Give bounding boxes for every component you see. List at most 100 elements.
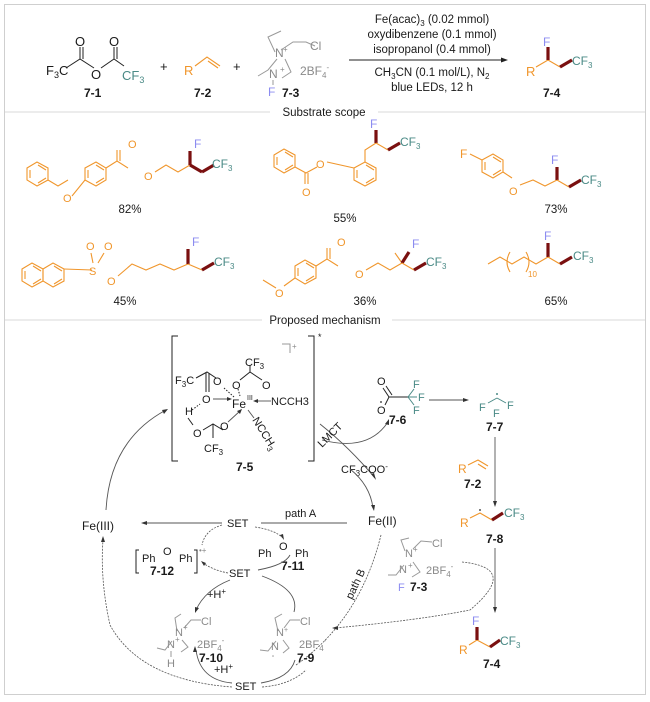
svg-text:O: O: [337, 237, 346, 249]
condition-light: blue LEDs, 12 h: [391, 82, 473, 94]
condition-catalyst: Fe(acac)3 (0.02 mmol): [375, 14, 490, 28]
fe2-label: Fe(II): [368, 514, 397, 528]
selectfluor-7-3-mech: N + Cl N + 2BF4- F 7-3: [388, 537, 454, 594]
proton-label-1: +H+: [207, 587, 226, 601]
condition-alcohol: isopropanol (0.4 mmol): [373, 44, 491, 56]
svg-text:H: H: [185, 406, 193, 418]
svg-text:F3C: F3C: [175, 375, 194, 389]
svg-text:Fe: Fe: [232, 397, 246, 411]
label-7-2-mech: 7-2: [464, 477, 482, 491]
svg-text:O: O: [275, 288, 284, 300]
substrate-entry-1: O O O F CF3 82%: [26, 137, 233, 216]
substrate-entry-2: O O F CF3 55%: [273, 117, 421, 225]
radical-7-6: O O F F F 7-6: [377, 376, 425, 427]
svg-text:F: F: [544, 229, 551, 243]
svg-text:F: F: [413, 405, 420, 417]
svg-text:F: F: [413, 379, 420, 391]
svg-text:CF3: CF3: [572, 54, 593, 70]
svg-text:F: F: [543, 35, 550, 49]
svg-text:*: *: [318, 332, 322, 342]
svg-text:CF3: CF3: [573, 249, 594, 265]
svg-text:10: 10: [528, 270, 537, 279]
label-7-10: 7-10: [199, 651, 223, 665]
set-label-3: SET: [235, 681, 257, 693]
svg-text:CF3: CF3: [204, 443, 224, 457]
svg-text:O: O: [220, 421, 229, 433]
reagent-7-2: R 7-2: [184, 56, 221, 100]
svg-text:F3C: F3C: [46, 63, 68, 80]
svg-text:Cl: Cl: [201, 616, 211, 628]
reagent-7-3: N + Cl N + F 2BF4- 7-3: [257, 30, 329, 100]
label-7-11: 7-11: [281, 559, 305, 573]
svg-text:+: +: [413, 545, 418, 554]
label-7-6: 7-6: [389, 413, 407, 427]
label-7-4-mech: 7-4: [483, 657, 501, 671]
label-7-2: 7-2: [194, 86, 212, 100]
cf3coo-anion: CF3COO-: [341, 462, 388, 478]
svg-text:O: O: [262, 380, 271, 392]
svg-text:Cl: Cl: [300, 616, 310, 628]
svg-text:N: N: [399, 564, 407, 576]
svg-text:F: F: [412, 237, 419, 251]
path-b-arc: [295, 534, 382, 666]
label-7-3: 7-3: [282, 86, 300, 100]
svg-text:O: O: [202, 394, 211, 406]
label-7-8: 7-8: [486, 532, 504, 546]
set-label-2: SET: [229, 568, 251, 580]
svg-text:+: +: [284, 627, 288, 634]
svg-text:O: O: [107, 276, 116, 288]
svg-text:F: F: [460, 147, 467, 161]
svg-text:F: F: [479, 402, 486, 414]
yield-65: 65%: [544, 296, 567, 308]
svg-text:F: F: [418, 392, 425, 404]
svg-text:CF3: CF3: [214, 255, 235, 271]
svg-text:Cl: Cl: [432, 538, 442, 550]
proton-label-2: +H+: [214, 662, 233, 676]
svg-text:CF3: CF3: [212, 157, 233, 173]
condition-additive: oxydibenzene (0.1 mmol): [367, 29, 496, 41]
svg-text:O: O: [86, 241, 95, 253]
yield-45: 45%: [113, 296, 136, 308]
svg-text:+: +: [280, 65, 285, 74]
svg-text:N: N: [271, 641, 279, 653]
frame-border: [4, 4, 646, 695]
svg-text:+: +: [175, 635, 180, 644]
svg-text:Ph: Ph: [179, 553, 192, 565]
yield-55: 55%: [333, 213, 356, 225]
substrate-entry-6: 10 F CF3 65%: [487, 229, 594, 308]
protonated-amine-7-10: N + Cl N + H 2BF4- 7-10: [156, 613, 225, 670]
svg-text:Cl: Cl: [310, 39, 321, 53]
radical-7-8: R CF3 7-8: [460, 506, 525, 546]
svg-text:NCCH3: NCCH3: [248, 415, 279, 454]
path-a-label: path A: [285, 508, 317, 520]
svg-text:O: O: [91, 67, 101, 82]
svg-text:Ph: Ph: [142, 553, 155, 565]
substrate-entry-4: S O O O F CF3 45%: [21, 235, 235, 308]
lmct-label: LMCT: [316, 420, 346, 450]
substrate-scope-title: Substrate scope: [282, 107, 365, 119]
selectfluor-to-7-9-arrow: [334, 561, 494, 629]
svg-text:+: +: [408, 561, 413, 570]
svg-text:H: H: [167, 658, 175, 670]
svg-text:N: N: [175, 627, 183, 639]
yield-36: 36%: [353, 296, 376, 308]
svg-text:+: +: [292, 342, 297, 351]
radical-7-7: F F F 7-7: [479, 393, 514, 434]
plus-sign: +: [160, 59, 168, 74]
svg-text:Ph: Ph: [295, 548, 308, 560]
svg-text:N: N: [167, 639, 175, 651]
label-7-4: 7-4: [543, 86, 561, 100]
plus-sign: +: [233, 59, 241, 74]
svg-text:CF3: CF3: [122, 68, 144, 85]
condition-solvent: CH3CN (0.1 mol/L), N2: [375, 67, 491, 81]
cycle-arrow-to-complex: [105, 409, 167, 511]
diphenyl-ether-7-11: Ph O Ph 7-11: [258, 541, 308, 573]
svg-text:N: N: [275, 46, 284, 60]
svg-text:R: R: [526, 64, 535, 79]
svg-text:CF3: CF3: [504, 506, 525, 522]
svg-text:CF3: CF3: [426, 255, 447, 271]
svg-text:O: O: [509, 186, 518, 198]
reagent-7-1: F3C O O O CF3 7-1: [46, 34, 144, 100]
svg-text:+: +: [283, 45, 288, 54]
